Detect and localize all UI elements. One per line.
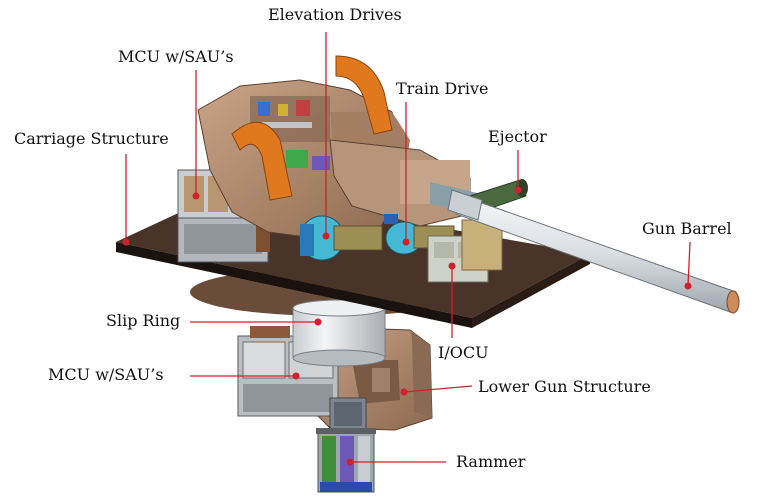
callout-dots [122,186,692,466]
leader-lower-gun-structure [403,385,473,393]
label-lower-gun-structure: Lower Gun Structure [478,377,651,396]
iocu-box [427,219,503,283]
slip-ring [292,299,386,367]
label-rammer: Rammer [456,452,526,471]
label-carriage-structure: Carriage Structure [14,129,169,148]
trunnion-arms [231,55,393,201]
rammer-assembly [316,428,376,493]
gun-barrel [447,189,740,314]
leader-gun-barrel [687,241,691,287]
label-iocu: I/OCU [438,343,489,362]
label-mcu-upper: MCU w/SAU’s [118,47,234,66]
label-slip-ring: Slip Ring [106,311,181,330]
label-train-drive: Train Drive [396,79,489,98]
elevation-drive [299,215,383,261]
label-mcu-lower: MCU w/SAU’s [48,365,164,384]
label-elevation-drives: Elevation Drives [268,5,402,24]
label-ejector: Ejector [488,127,547,146]
callout-leaders [125,32,691,463]
lower-gearbox [329,397,367,431]
label-gun-barrel: Gun Barrel [642,219,732,238]
